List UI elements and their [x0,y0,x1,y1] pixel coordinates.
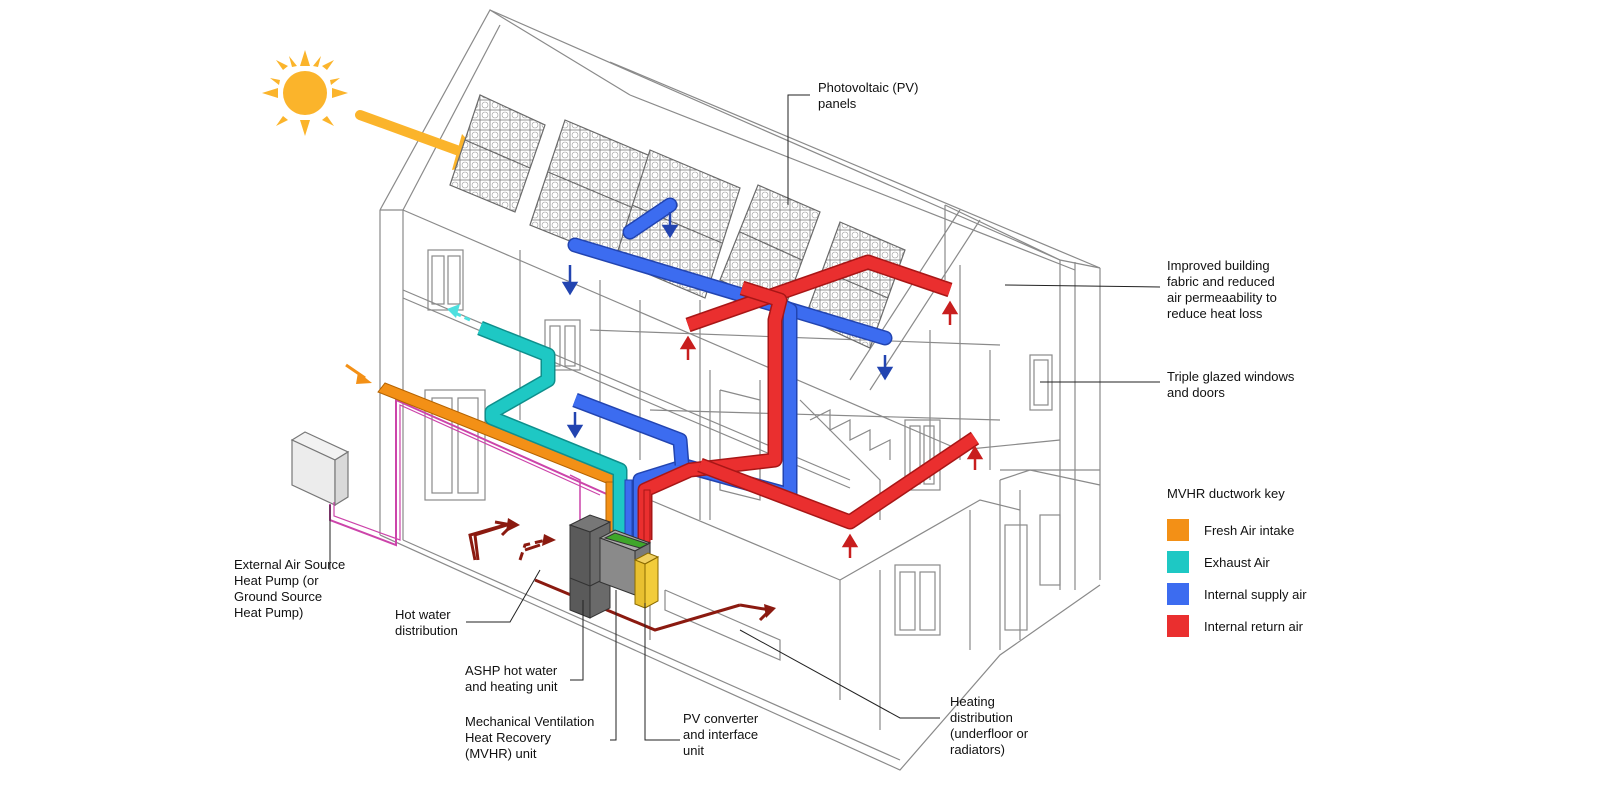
supply-air-arrows [561,212,894,439]
pv-converter-unit [633,552,660,609]
heating-distribution [473,522,511,561]
swatch-fresh-air [1167,519,1189,541]
duct-exhaust [447,304,628,540]
key-item-supply-air: Internal supply air [1167,583,1307,605]
swatch-exhaust-air [1167,551,1189,573]
label-pv-converter: PV converter and interface unit [683,711,759,758]
leader-lines [329,94,1161,741]
swatch-return-air [1167,615,1189,637]
heat-pump-unit [290,431,350,507]
key-label: Fresh Air intake [1204,522,1295,538]
swatch-supply-air [1167,583,1189,605]
key-item-return-air: Internal return air [1167,615,1303,637]
label-heat-pump: External Air Source Heat Pump (or Ground… [234,557,346,620]
label-heating-distribution: Heating distribution (underfloor or radi… [950,694,1029,757]
duct-fresh-air [345,363,623,543]
label-triple-glazed: Triple glazed windows and doors [1167,369,1295,400]
label-pv-panels: Photovoltaic (PV) panels [818,80,919,111]
label-mvhr: Mechanical Ventilation Heat Recovery (MV… [465,714,595,761]
label-ashp: ASHP hot water and heating unit [465,663,558,694]
heat-pump-pipe [333,404,601,541]
sun-icon [262,50,348,136]
key-label: Internal return air [1204,618,1303,634]
return-air-arrows [679,300,984,558]
key-item-exhaust-air: Exhaust Air [1167,551,1270,573]
key-item-fresh-air: Fresh Air intake [1167,519,1294,541]
label-hot-water: Hot water distribution [395,607,458,638]
duct-return-air [637,254,980,543]
key-title: MVHR ductwork key [1167,486,1285,501]
key-label: Exhaust Air [1204,554,1270,570]
pv-panels [449,94,906,349]
key-label: Internal supply air [1204,586,1307,602]
label-building-fabric: Improved building fabric and reduced air… [1167,258,1277,321]
